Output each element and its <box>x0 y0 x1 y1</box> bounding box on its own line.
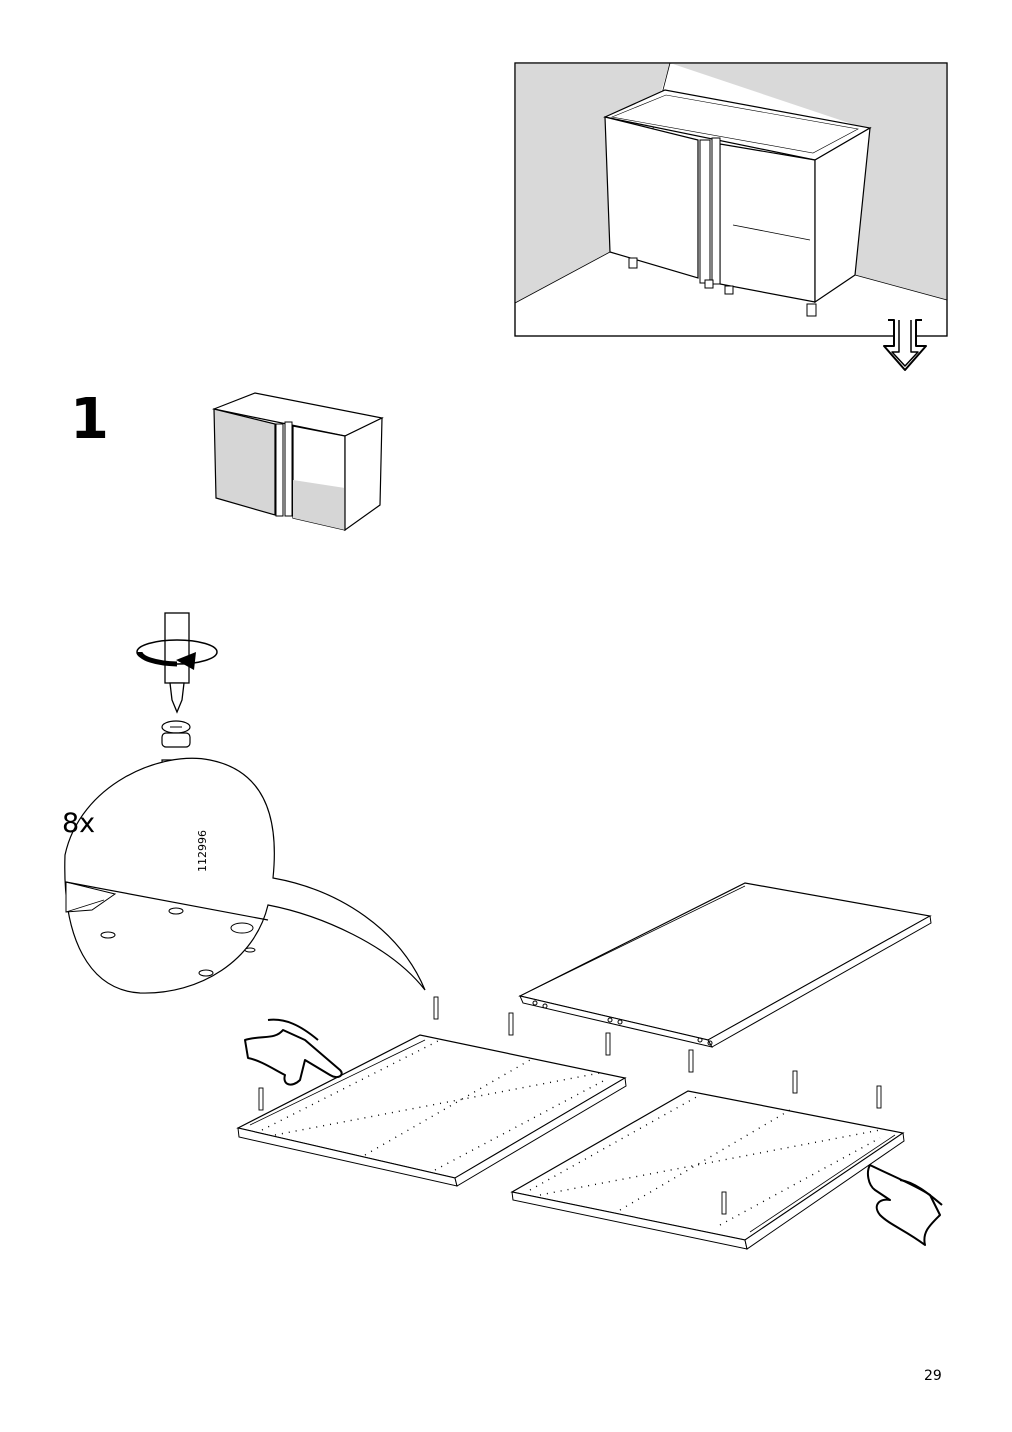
step-number: 1 <box>70 387 109 452</box>
installed-cabinet-illustration <box>514 62 948 337</box>
pressing-hand-icon <box>866 1164 943 1246</box>
right-side-panel <box>510 1090 905 1250</box>
fastener-quantity: 8x <box>62 808 96 839</box>
fastener-part-number: 112996 <box>196 830 209 872</box>
dowel-markers <box>258 996 882 1215</box>
screwdriver-rotation-icon <box>136 612 218 714</box>
top-panel <box>518 882 932 1048</box>
detail-magnifier <box>64 757 426 994</box>
corner-cabinet-thumbnail <box>211 392 384 532</box>
down-arrow-icon <box>883 319 927 371</box>
page-number: 29 <box>924 1368 942 1384</box>
pressing-hand-icon <box>244 1018 343 1086</box>
left-side-panel <box>236 1034 627 1187</box>
